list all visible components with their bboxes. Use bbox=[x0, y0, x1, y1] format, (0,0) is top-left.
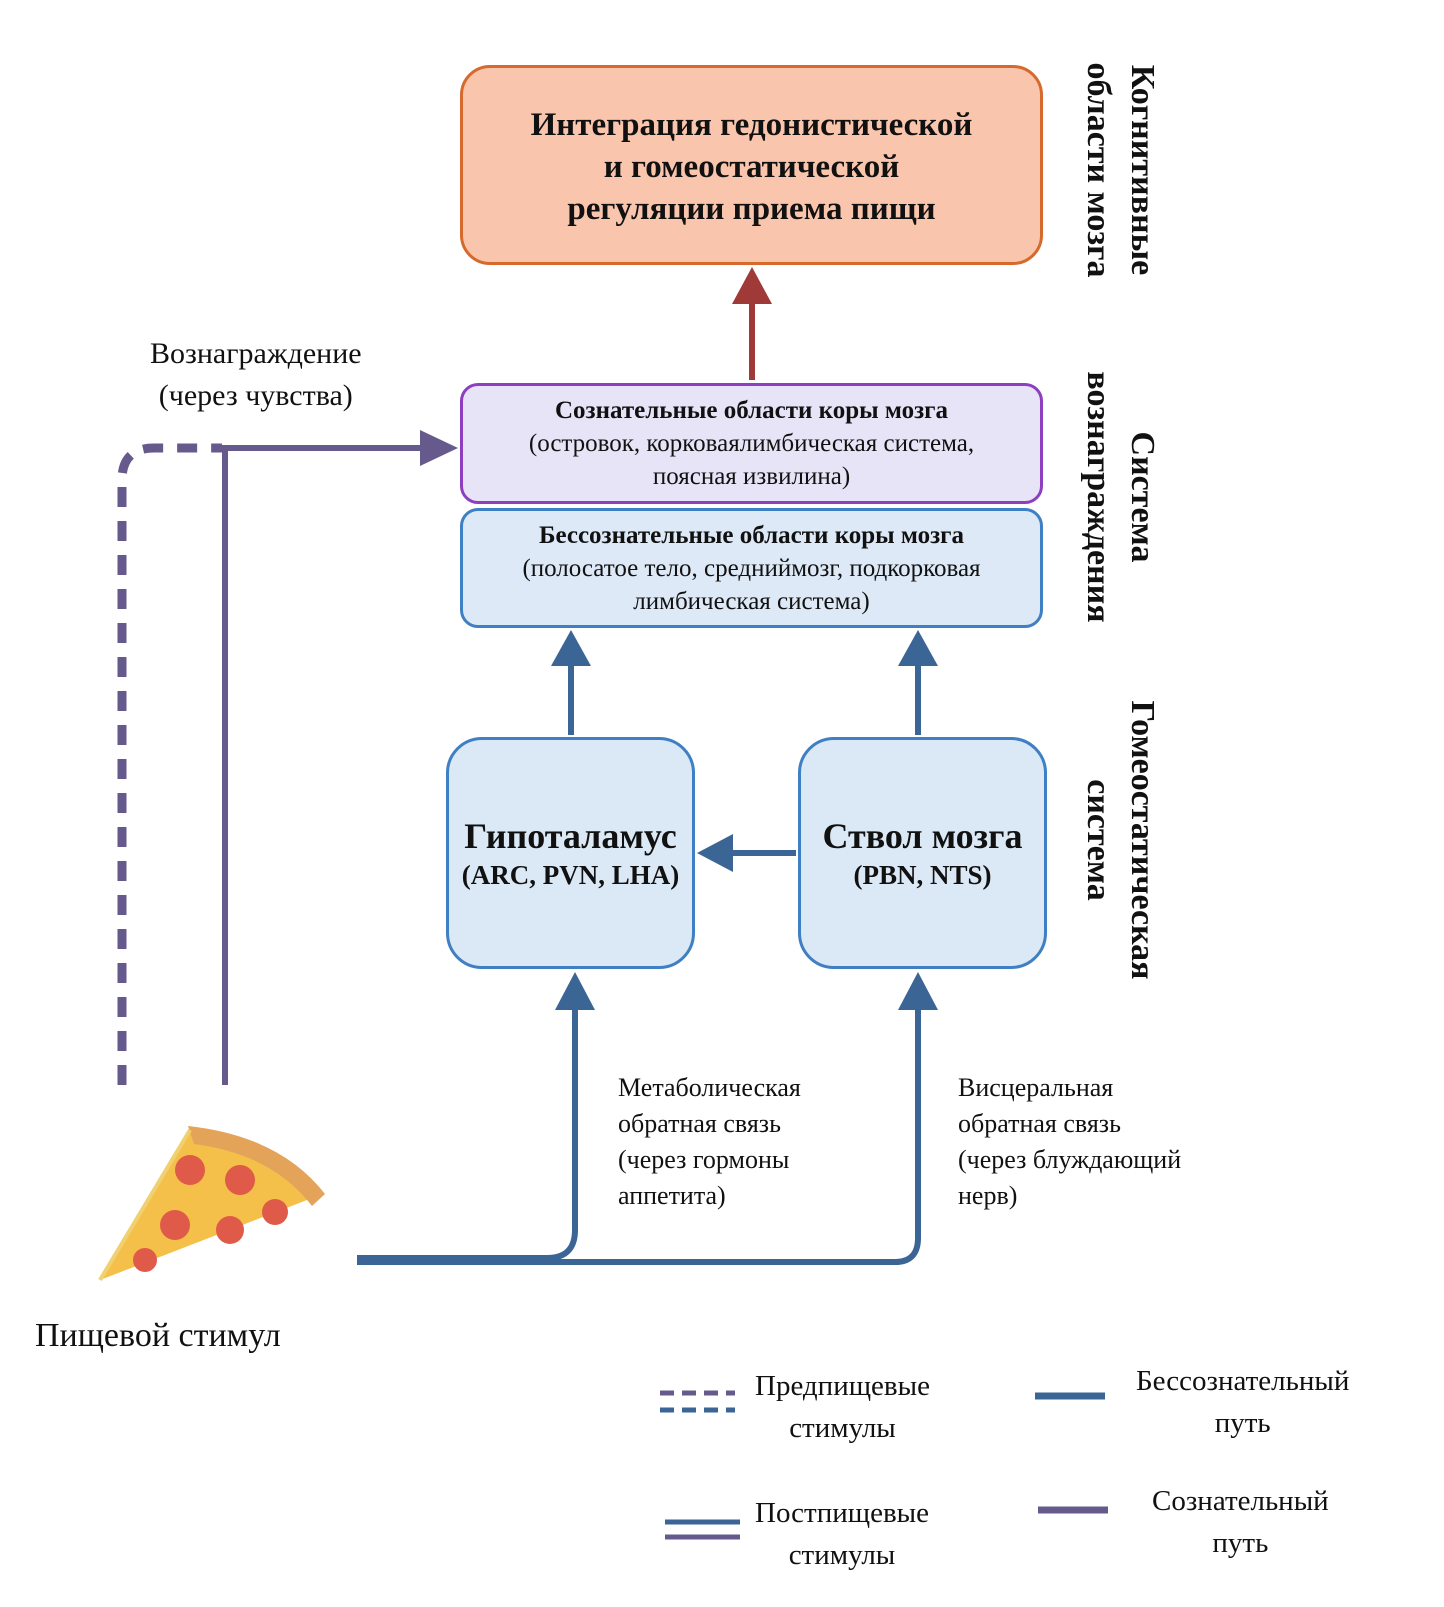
side-label-reward: Система вознаграждения bbox=[1076, 371, 1164, 622]
visceral-line-1: Висцеральная bbox=[958, 1073, 1114, 1102]
visceral-annotation: Висцеральная обратная связь (через блужд… bbox=[958, 1070, 1181, 1214]
legend-pre-meal-label: Предпищевые стимулы bbox=[755, 1365, 930, 1449]
brainstem-sub: (PBN, NTS) bbox=[853, 860, 992, 890]
reward-annotation-line-1: Вознаграждение bbox=[150, 337, 362, 370]
unconscious-cortex-box: Бессознательные области коры мозга (поло… bbox=[460, 508, 1043, 628]
visceral-arrowhead bbox=[898, 972, 938, 1010]
side-label-cognitive-line-1: Когнитивные bbox=[1124, 64, 1161, 276]
unconscious-cortex-line-2: (полосатое тело, среднийм​озг, подкорков… bbox=[522, 554, 981, 582]
legend-unconscious-label: Бессознательный путь bbox=[1136, 1360, 1349, 1444]
legend-post-meal-line-2: стимулы bbox=[788, 1539, 896, 1571]
legend-post-meal-label: Постпищевые стимулы bbox=[755, 1492, 929, 1576]
brainstem-title: Ствол мозга bbox=[822, 816, 1023, 856]
legend-conscious-label: Сознательный путь bbox=[1152, 1480, 1329, 1564]
conscious-cortex-title: Сознательные области коры мозга bbox=[554, 397, 949, 424]
metabolic-line-4: аппетита) bbox=[618, 1181, 726, 1210]
pizza-icon bbox=[98, 1126, 325, 1282]
legend-unconscious-line-2: путь bbox=[1214, 1407, 1271, 1439]
legend-post-meal-symbol bbox=[665, 1519, 740, 1540]
visceral-line-4: нерв) bbox=[958, 1181, 1018, 1210]
conscious-cortex-box: Сознательные области коры мозга (острово… bbox=[460, 383, 1043, 504]
legend-unconscious-line-1: Бессознательный bbox=[1136, 1365, 1350, 1397]
legend-post-meal-line-1: Постпищевые bbox=[755, 1497, 929, 1529]
hypothalamus-up-arrowhead bbox=[551, 630, 591, 666]
integration-box: Интеграция гедонистической и гомеостатич… bbox=[460, 65, 1043, 265]
side-label-cognitive-line-2: области мозга bbox=[1080, 62, 1117, 278]
legend-pre-meal-line-2: стимулы bbox=[789, 1412, 896, 1444]
legend-conscious-line-2: путь bbox=[1212, 1527, 1269, 1559]
metabolic-arrowhead bbox=[555, 972, 595, 1010]
legend-pre-meal-symbol bbox=[660, 1390, 735, 1413]
conscious-reward-path bbox=[222, 445, 425, 1085]
legend-conscious-line-1: Сознательный bbox=[1152, 1485, 1329, 1517]
integration-line-2: и гомеостатической bbox=[603, 149, 900, 185]
visceral-feedback-path bbox=[357, 1010, 921, 1265]
conscious-cortex-line-2: (островок, корковаялимбическая система, bbox=[528, 430, 975, 457]
side-label-reward-line-2: вознаграждения bbox=[1080, 371, 1117, 623]
metabolic-line-3: (через гормоны bbox=[618, 1145, 790, 1174]
integration-line-3: регуляции приема пищи bbox=[567, 191, 936, 227]
metabolic-annotation: Метаболическая обратная связь (через гор… bbox=[618, 1070, 801, 1214]
food-stimulus-label: Пищевой стимул bbox=[35, 1317, 281, 1354]
side-label-homeostatic-line-2: система bbox=[1080, 779, 1117, 901]
metabolic-line-2: обратная связь bbox=[618, 1109, 781, 1138]
side-label-cognitive: Когнитивные области мозга bbox=[1076, 63, 1164, 278]
brainstem-to-hypothalamus-arrowhead bbox=[697, 834, 733, 872]
conscious-cortex-line-3: поясная извилина) bbox=[652, 463, 851, 490]
reward-annotation-line-2: (через чувства) bbox=[158, 379, 353, 412]
reward-annotation: Вознаграждение (через чувства) bbox=[150, 333, 362, 417]
visceral-line-3: (через блуждающий bbox=[958, 1145, 1182, 1174]
legend-pre-meal-line-1: Предпищевые bbox=[755, 1370, 930, 1402]
hypothalamus-title: Гипоталамус bbox=[464, 816, 677, 856]
metabolic-line-1: Метаболическая bbox=[618, 1073, 801, 1102]
side-label-reward-line-1: Система bbox=[1124, 431, 1161, 563]
hypothalamus-box: Гипоталамус (ARC, PVN, LHA) bbox=[446, 737, 695, 969]
side-label-homeostatic: Гомеостатическая система bbox=[1076, 700, 1164, 979]
metabolic-feedback-path bbox=[357, 1010, 578, 1261]
side-label-homeostatic-line-1: Гомеостатическая bbox=[1124, 700, 1161, 980]
conscious-reward-arrowhead bbox=[420, 430, 458, 466]
integration-arrowhead bbox=[732, 267, 772, 304]
hypothalamus-sub: (ARC, PVN, LHA) bbox=[461, 860, 680, 890]
unconscious-cortex-title: Бессознательные области коры мозга bbox=[538, 521, 965, 549]
brainstem-up-arrowhead bbox=[898, 630, 938, 666]
integration-line-1: Интеграция гедонистической bbox=[530, 107, 973, 143]
pre-meal-dashed-path bbox=[117, 443, 222, 1085]
brainstem-box: Ствол мозга (PBN, NTS) bbox=[798, 737, 1047, 969]
unconscious-cortex-line-3: лимбическая система) bbox=[633, 587, 870, 615]
visceral-line-2: обратная связь bbox=[958, 1109, 1121, 1138]
